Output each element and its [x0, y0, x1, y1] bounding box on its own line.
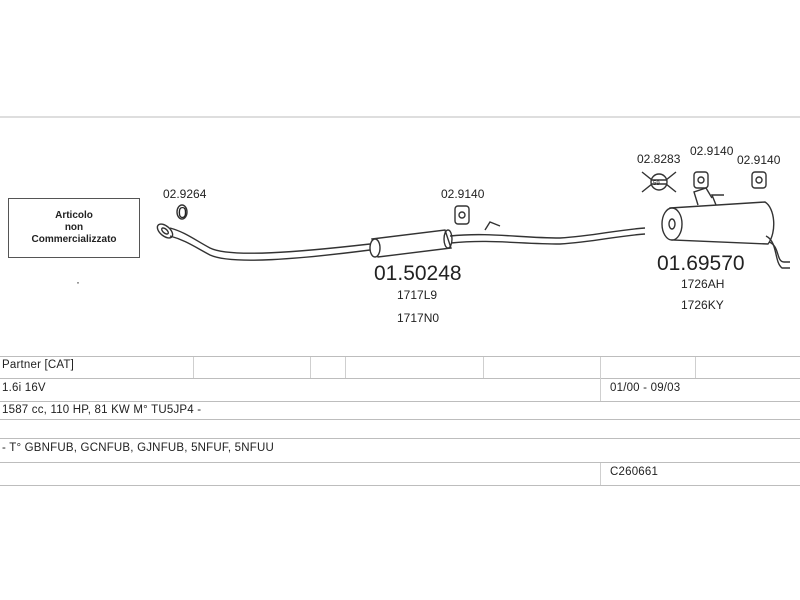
front-pipe [156, 223, 371, 261]
rear-rubber-mount-2-icon [751, 171, 767, 189]
model-cell: Partner [CAT] [2, 359, 75, 371]
front-pipe-ring-label: 0 [178, 205, 187, 222]
types-cell: - T° GBNFUB, GCNFUB, GJNFUB, 5NFUF, 5NFU… [2, 442, 274, 454]
table-line [0, 401, 800, 402]
svg-text:59: 59 [653, 181, 660, 187]
rear-mount-ref-1: 02.9140 [690, 144, 734, 158]
rear-mount-ref-2: 02.9140 [737, 153, 781, 167]
table-col-divider [345, 357, 346, 378]
note-line-1: Articolo [55, 210, 93, 221]
engine-cell: 1.6i 16V [2, 382, 46, 394]
middle-oem-1: 1717L9 [397, 288, 437, 302]
catalog-code-cell: C260661 [610, 466, 659, 478]
note-line-2: non [64, 222, 84, 233]
table-line [0, 356, 800, 357]
middle-mount-ref: 02.9140 [441, 187, 485, 201]
table-line [0, 378, 800, 379]
stray-mark: · [76, 275, 80, 289]
rear-muffler-code: 01.69570 [657, 252, 745, 275]
middle-rubber-mount-icon [454, 205, 470, 225]
not-sold-note: Articolo non Commercializzato [8, 198, 140, 258]
rear-oem-2: 1726KY [681, 298, 724, 312]
table-line [0, 462, 800, 463]
table-col-divider [310, 357, 311, 378]
table-col-divider [193, 357, 194, 378]
front-gasket-ring [176, 204, 188, 220]
rear-rubber-mount-icon [693, 171, 709, 189]
years-cell: 01/00 - 09/03 [610, 382, 681, 394]
rear-oem-1: 1726AH [681, 277, 724, 291]
note-line-3: Commercializzato [31, 234, 117, 245]
middle-oem-2: 1717N0 [397, 311, 439, 325]
rear-muffler [661, 187, 790, 269]
table-col-divider [695, 357, 696, 378]
specs-cell: 1587 cc, 110 HP, 81 KW M° TU5JP4 - [2, 404, 202, 416]
table-line [0, 419, 800, 420]
table-col-divider [483, 357, 484, 378]
table-line [0, 438, 800, 439]
middle-muffler-code: 01.50248 [374, 262, 462, 285]
table-col-divider [600, 357, 601, 401]
table-col-divider [600, 463, 601, 485]
front-pipe-ref: 02.9264 [163, 187, 207, 201]
exhaust-diagram: 59 02.9264 0 02.9140 01.50248 1717L9 171… [0, 116, 800, 325]
table-line [0, 485, 800, 486]
rear-clamp-icon: 59 [641, 171, 677, 193]
middle-muffler [369, 221, 646, 258]
rear-clamp-ref: 02.8283 [637, 152, 681, 166]
